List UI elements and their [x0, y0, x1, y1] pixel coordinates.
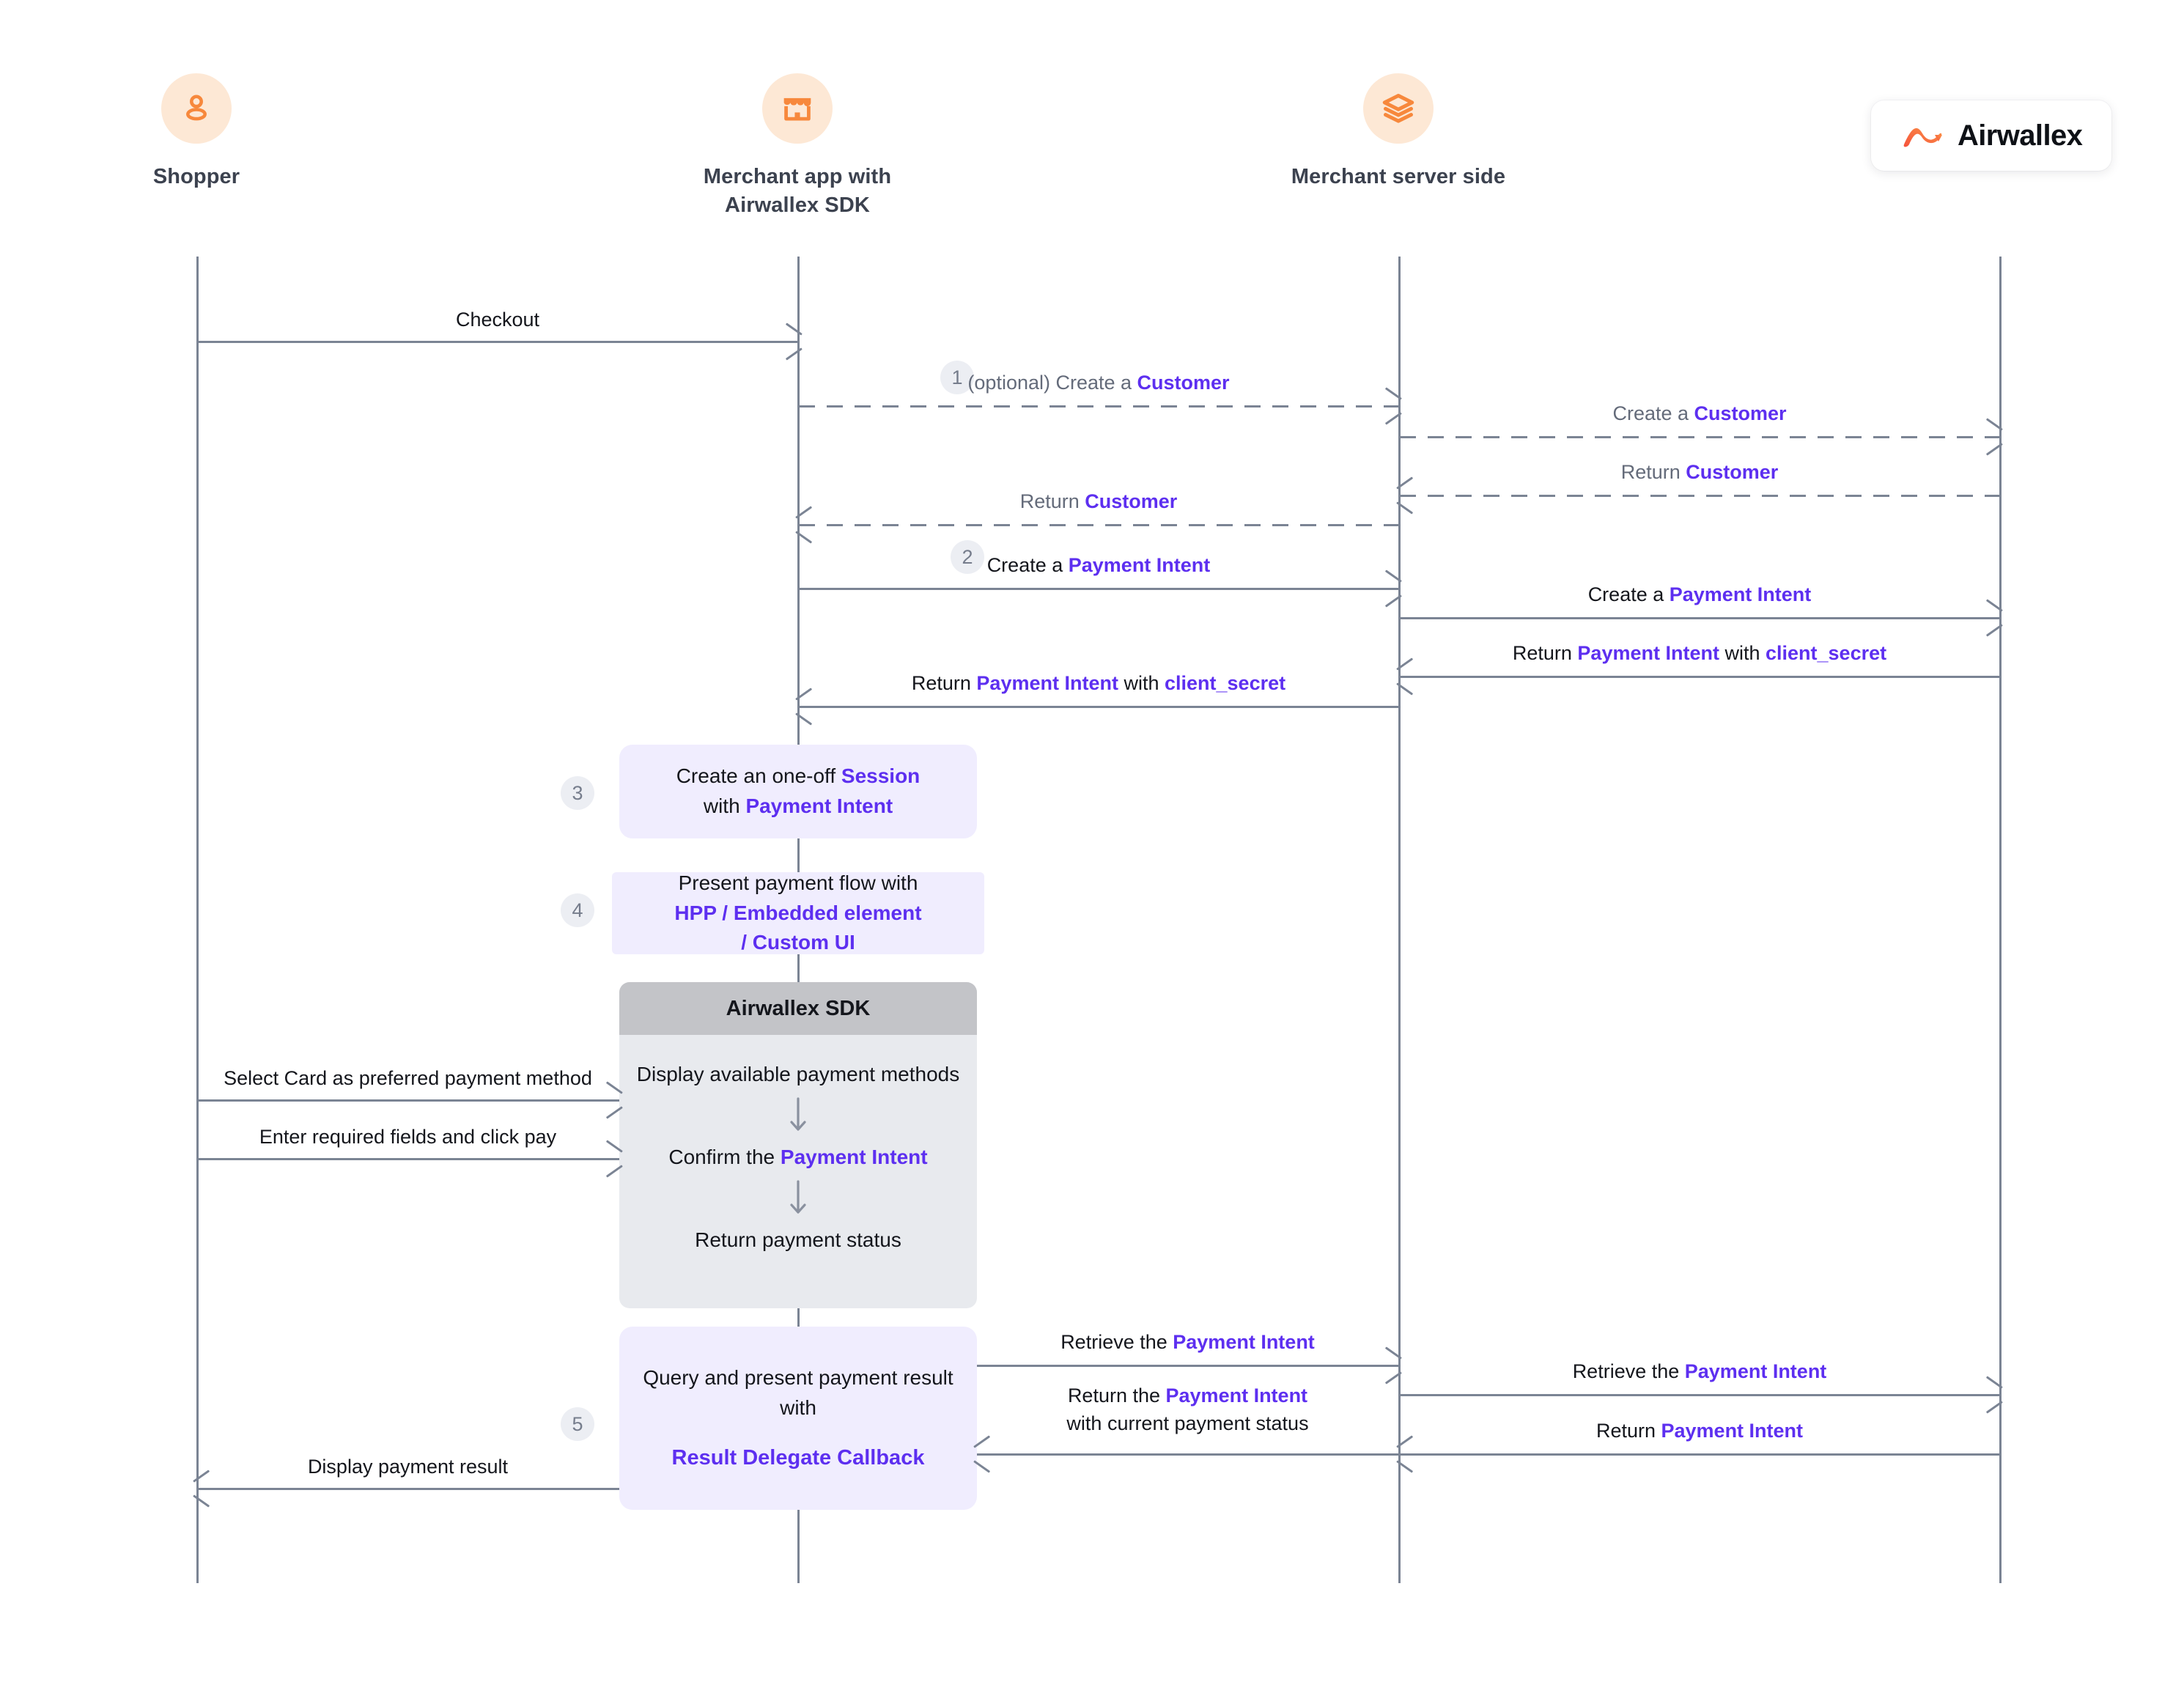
arrowhead-icon — [1397, 666, 1416, 687]
storefront-icon — [783, 97, 811, 121]
arrowhead-icon — [974, 1444, 993, 1464]
message-checkout-label: Checkout — [455, 309, 540, 331]
note-query-result: Query and present payment result with Re… — [619, 1327, 977, 1510]
arrowhead-icon — [603, 1090, 622, 1110]
layers-icon-bubble — [1363, 73, 1434, 144]
actor-merchant-server-label: Merchant server side — [1291, 165, 1506, 188]
message-return-pi-status-app-label: Return the Payment Intent with current p… — [1066, 1385, 1309, 1435]
arrowhead-icon — [796, 515, 815, 535]
arrowhead-icon — [1382, 1355, 1401, 1376]
sdk-step-display-methods: Display available payment methods — [636, 1063, 960, 1085]
message-create-customer-app-label: (optional) Create a Customer — [967, 372, 1230, 394]
airwallex-sdk-box-title: Airwallex SDK — [619, 982, 977, 1035]
message-return-pi-app-label: Return Payment Intent with client_secret — [911, 672, 1286, 694]
layers-icon — [1382, 94, 1414, 123]
step-badge-2: 2 — [951, 540, 984, 574]
message-select-card-label: Select Card as preferred payment method — [224, 1067, 592, 1089]
message-return-customer-app-label: Return Customer — [1019, 490, 1178, 512]
step-badge-3: 3 — [561, 776, 594, 810]
note-create-session-line2: with Payment Intent — [703, 794, 893, 817]
arrow-down-icon — [790, 1180, 806, 1214]
arrowhead-icon — [1983, 427, 2002, 447]
note-present-flow-line1: Present payment flow with — [678, 871, 918, 894]
lifeline-shopper — [196, 257, 199, 1583]
airwallex-logo-icon — [1903, 128, 1942, 147]
arrowhead-icon — [193, 1478, 213, 1499]
sdk-step-confirm-pi: Confirm the Payment Intent — [668, 1146, 928, 1169]
person-icon-bubble — [161, 73, 232, 144]
person-icon — [186, 95, 207, 121]
step-badge-2-number: 2 — [962, 545, 973, 568]
note-create-session: Create an one-off Session with Payment I… — [619, 745, 977, 838]
airwallex-brand-chip: Airwallex — [1871, 100, 2112, 171]
arrow-down-icon — [790, 1097, 806, 1131]
lifeline-airwallex — [1999, 257, 2002, 1583]
arrowhead-icon — [1397, 485, 1416, 506]
step-badge-1-number: 1 — [951, 366, 963, 388]
note-create-session-line1: Create an one-off Session — [676, 764, 921, 788]
note-present-flow-line3: / Custom UI — [741, 931, 855, 954]
message-enter-fields-label: Enter required fields and click pay — [259, 1126, 557, 1148]
step-badge-5: 5 — [561, 1407, 594, 1441]
arrowhead-icon — [1382, 578, 1401, 599]
step-badge-3-number: 3 — [572, 781, 583, 804]
message-create-pi-app-label: Create a Payment Intent — [986, 554, 1211, 576]
message-retrieve-pi-app-label: Retrieve the Payment Intent — [1060, 1331, 1315, 1353]
lifeline-merchant-server — [1398, 257, 1401, 1583]
message-create-pi-server-label: Create a Payment Intent — [1587, 583, 1812, 605]
arrowhead-icon — [1382, 396, 1401, 416]
arrowhead-icon — [1983, 608, 2002, 628]
step-badge-4: 4 — [561, 893, 594, 927]
actor-merchant-server: Merchant server side — [1244, 73, 1552, 191]
airwallex-brand-text: Airwallex — [1958, 119, 2083, 152]
note-query-result-line3: Result Delegate Callback — [671, 1445, 925, 1470]
arrowhead-icon — [603, 1149, 622, 1169]
note-query-result-line2: with — [780, 1395, 816, 1419]
note-present-flow-line2: HPP / Embedded element — [674, 901, 922, 924]
step-badge-1: 1 — [940, 361, 974, 394]
storefront-icon-bubble — [762, 73, 833, 144]
actor-shopper: Shopper — [43, 73, 350, 191]
note-present-flow: Present payment flow with HPP / Embedded… — [612, 871, 984, 954]
arrowhead-icon — [1983, 1385, 2002, 1405]
actor-shopper-label: Shopper — [152, 165, 240, 188]
note-query-result-line1: Query and present payment result — [643, 1365, 953, 1389]
arrowhead-icon — [783, 331, 802, 352]
arrowhead-icon — [1397, 1444, 1416, 1464]
sdk-step-return-status: Return payment status — [695, 1228, 901, 1252]
message-return-pi-status-server-label: Return Payment Intent — [1595, 1420, 1804, 1442]
message-return-customer-server-label: Return Customer — [1620, 461, 1779, 483]
step-badge-4-number: 4 — [572, 899, 583, 921]
message-retrieve-pi-server-label: Retrieve the Payment Intent — [1572, 1360, 1827, 1382]
step-badge-5-number: 5 — [572, 1412, 583, 1435]
message-create-customer-server-label: Create a Customer — [1612, 402, 1787, 424]
arrowhead-icon — [796, 696, 815, 717]
airwallex-sdk-box: Airwallex SDK Display available payment … — [619, 982, 977, 1308]
message-display-result-label: Display payment result — [307, 1456, 509, 1478]
message-return-pi-server-label: Return Payment Intent with client_secret — [1512, 642, 1887, 664]
